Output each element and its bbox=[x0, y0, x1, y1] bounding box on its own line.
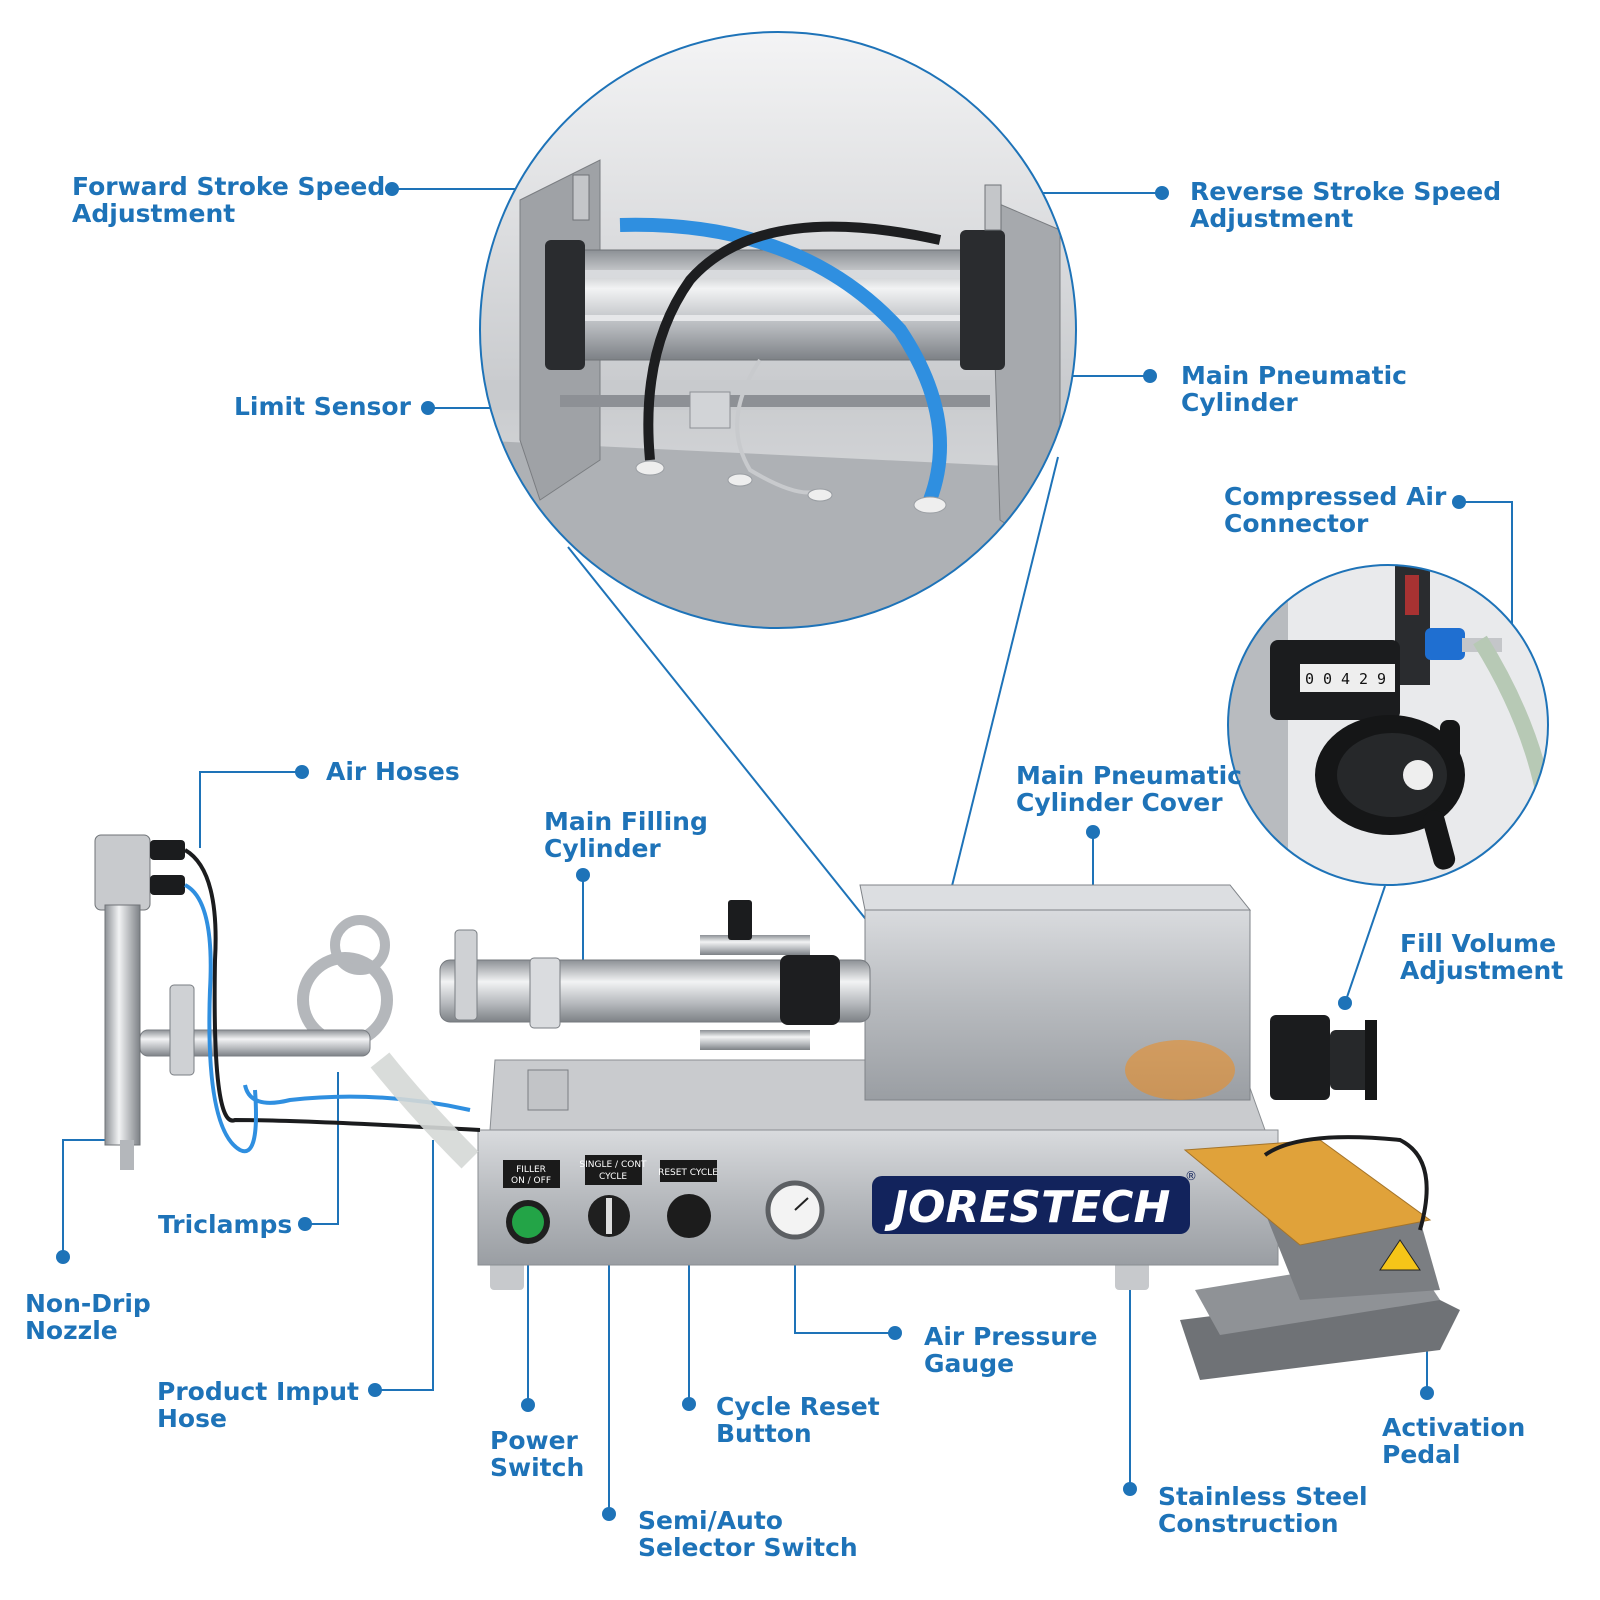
counter-digit: 0 bbox=[1323, 670, 1332, 688]
leader-fill-volume bbox=[1344, 885, 1386, 1004]
leader-triclamps bbox=[305, 1072, 339, 1225]
zoom-right-border bbox=[1227, 564, 1549, 886]
counter-digit: 9 bbox=[1377, 670, 1386, 688]
label-limit-sensor: Limit Sensor bbox=[234, 392, 411, 421]
zoom-fill-volume: 0 0 4 2 9 bbox=[1228, 565, 1548, 885]
brand-mark: ® bbox=[1185, 1169, 1197, 1183]
mode-label-plate bbox=[585, 1155, 642, 1185]
filler-label-plate bbox=[503, 1160, 560, 1188]
counter-digit: 4 bbox=[1341, 670, 1350, 688]
leader-non-drip bbox=[62, 1139, 118, 1257]
counter-digit: 2 bbox=[1359, 670, 1368, 688]
activation-pedal bbox=[1180, 1135, 1460, 1380]
label-air-hoses: Air Hoses bbox=[326, 757, 460, 786]
filler-onoff-label: ON / OFF bbox=[511, 1176, 551, 1186]
non-drip-nozzle-body bbox=[94, 834, 151, 911]
leader-product-input bbox=[375, 1140, 434, 1391]
zoom-circle-border bbox=[479, 31, 1077, 629]
reset-label: RESET CYCLE bbox=[658, 1168, 718, 1178]
brand-plate bbox=[872, 1176, 1190, 1234]
mode-cycle-label: CYCLE bbox=[599, 1172, 627, 1182]
zoom-pneumatic-cylinder bbox=[480, 32, 1076, 628]
reset-label-plate bbox=[660, 1160, 717, 1182]
volume-counter: 0 0 4 2 9 bbox=[1305, 670, 1386, 688]
brand-name: JORESTECH bbox=[884, 1182, 1171, 1233]
zoom-cone-left bbox=[567, 546, 913, 978]
leader-air-hoses bbox=[199, 771, 302, 848]
label-triclamps: Triclamps bbox=[158, 1210, 293, 1239]
counter-digit: 0 bbox=[1305, 670, 1314, 688]
cycle-reset-button[interactable] bbox=[667, 1194, 711, 1238]
filler-label: FILLER bbox=[516, 1165, 546, 1175]
mode-label: SINGLE / CONT bbox=[579, 1160, 647, 1170]
machine: FILLER ON / OFF SINGLE / CONT CYCLE RESE… bbox=[94, 834, 1460, 1380]
leader-air-pressure bbox=[794, 1250, 895, 1334]
